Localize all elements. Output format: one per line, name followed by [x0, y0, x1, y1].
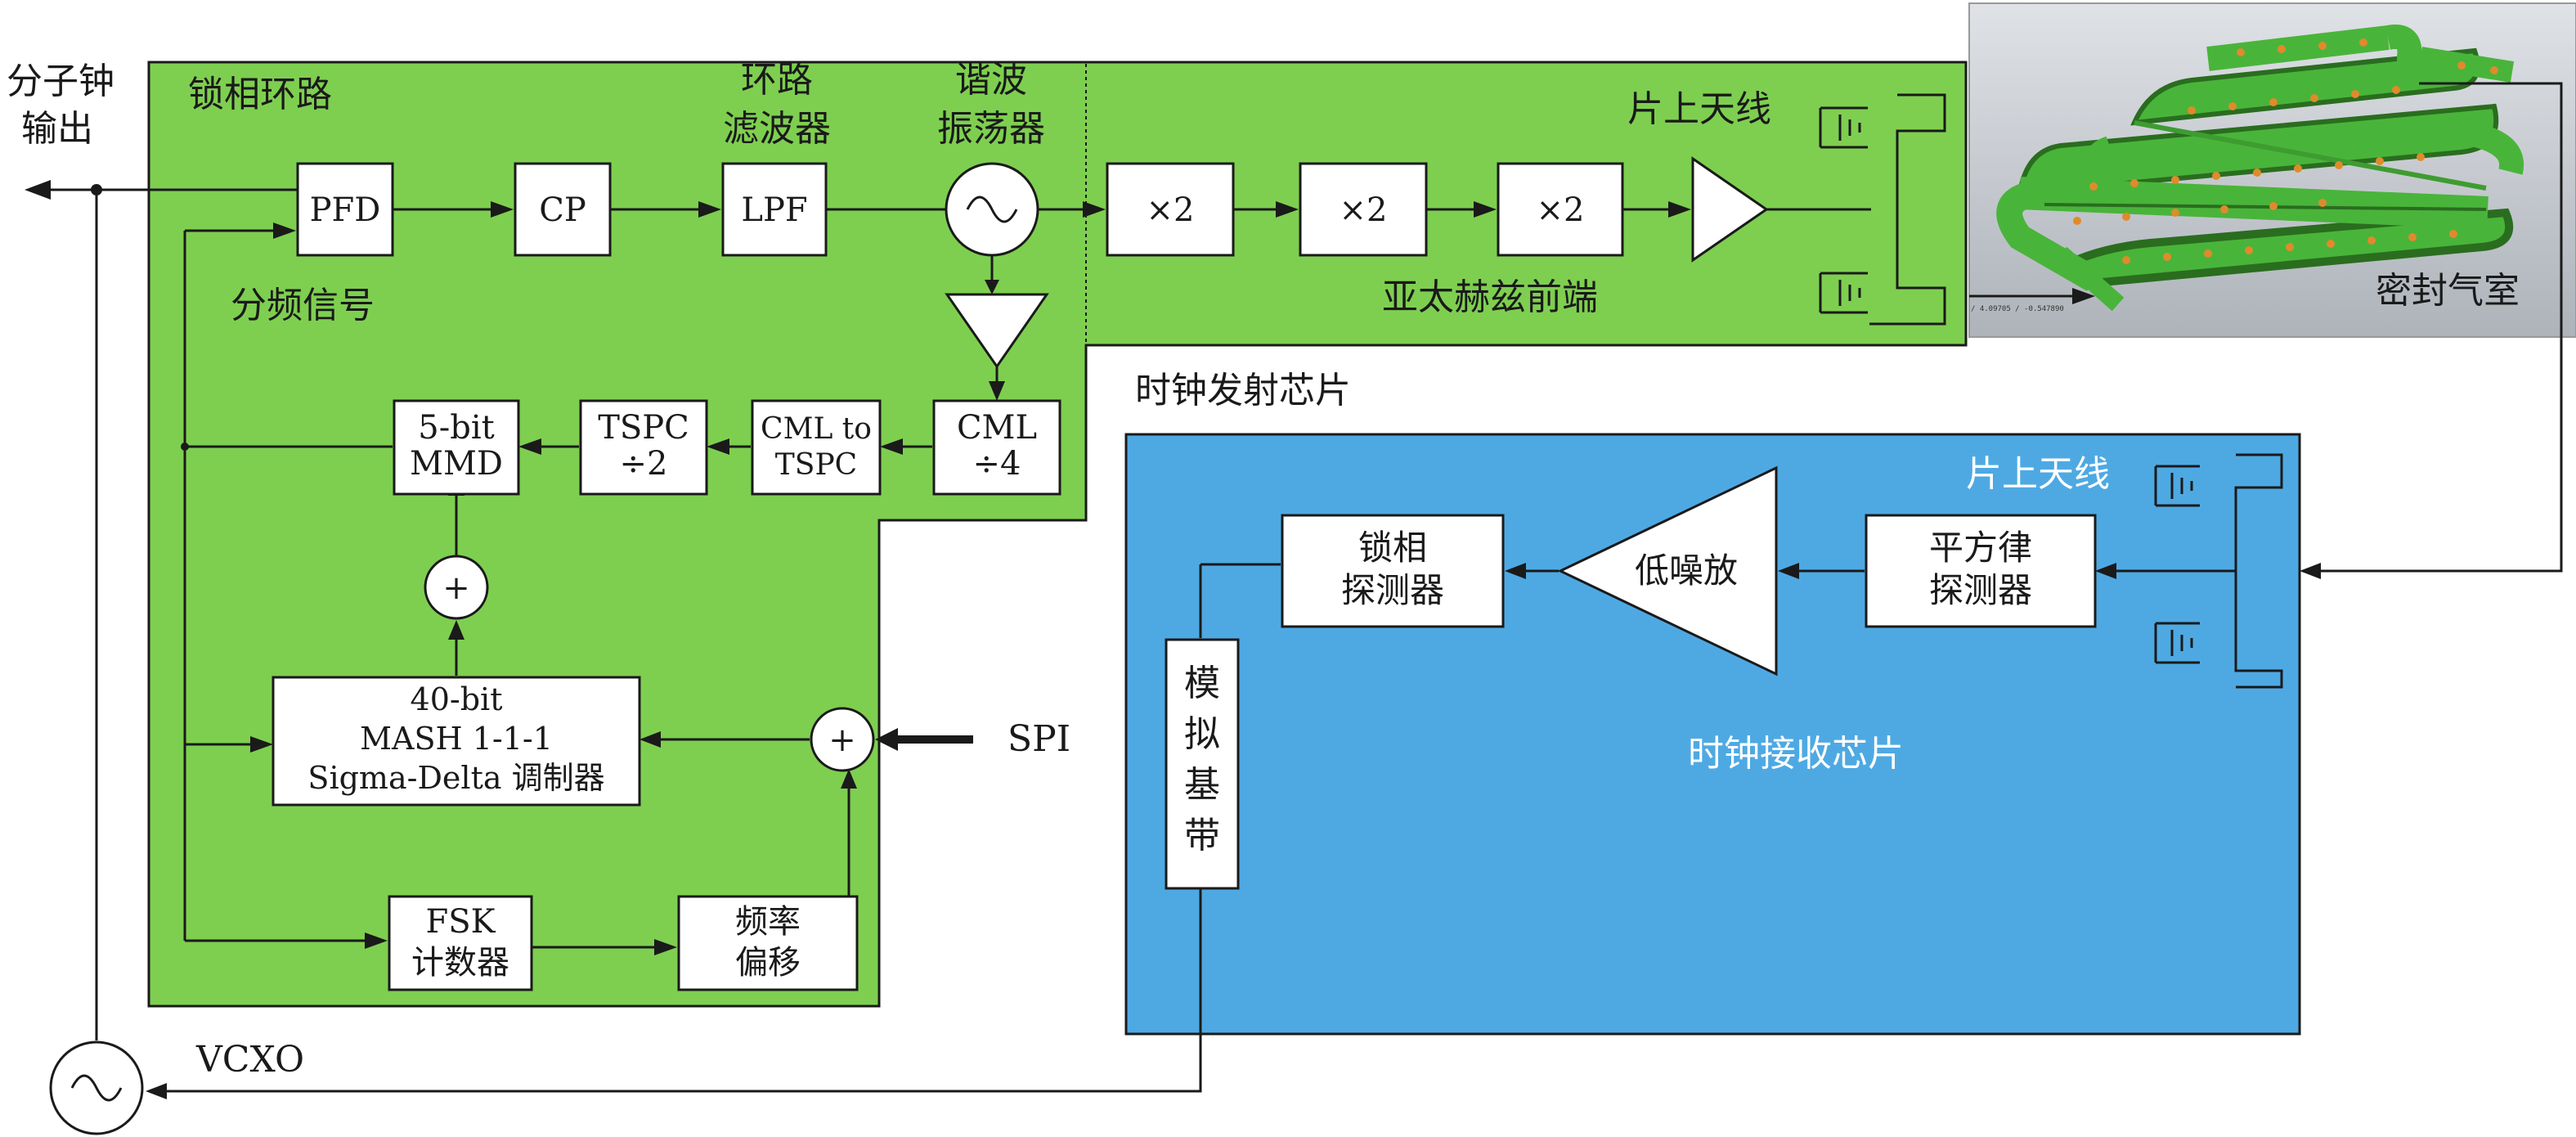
svg-text:锁相: 锁相	[1358, 528, 1427, 568]
sealed-chamber-label: 密封气室	[2376, 270, 2520, 312]
vcxo-oscillator-symbol	[49, 1040, 144, 1135]
svg-text:带: 带	[1184, 815, 1220, 856]
tspc-divider-block: TSPC ÷2	[579, 399, 708, 496]
tx-antenna-icon	[1819, 106, 1868, 314]
svg-text:×2: ×2	[1537, 191, 1585, 229]
square-law-detector-block: 平方律 探测器	[1865, 514, 2097, 628]
svg-text:5-bit: 5-bit	[418, 409, 494, 447]
svg-text:CP: CP	[539, 191, 586, 229]
analog-baseband-block: 模 拟 基 带	[1165, 638, 1240, 890]
pll-title: 锁相环路	[188, 74, 332, 115]
svg-text:Sigma-Delta 调制器: Sigma-Delta 调制器	[307, 760, 604, 796]
oscillator-caption-2: 振荡器	[937, 108, 1045, 150]
cml-to-tspc-block: CML to TSPC	[751, 399, 882, 496]
svg-text:×2: ×2	[1147, 191, 1195, 229]
x2-multiplier-2: ×2	[1299, 162, 1428, 257]
rx-antenna-label: 片上天线	[1966, 453, 2110, 495]
output-label-line2: 输出	[21, 108, 93, 150]
adder-mmd: +	[424, 555, 489, 620]
oscillator-caption-1: 谐波	[955, 59, 1027, 101]
phase-detector-block: 锁相 探测器	[1281, 514, 1505, 628]
svg-text:模: 模	[1184, 663, 1220, 704]
svg-text:CML: CML	[957, 409, 1037, 447]
cp-block: CP	[514, 162, 612, 257]
cml-divider-block: CML ÷4	[932, 399, 1061, 496]
freq-offset-block: 频率 偏移	[677, 895, 859, 991]
x2-multiplier-3: ×2	[1497, 162, 1624, 257]
svg-text:探测器: 探测器	[1929, 570, 2032, 610]
svg-text:40-bit: 40-bit	[411, 681, 503, 717]
svg-text:+: +	[442, 569, 470, 607]
buffer-triangle	[945, 293, 1049, 369]
transmitter-chip-label: 时钟发射芯片	[1135, 370, 1351, 411]
loop-filter-caption-1: 环路	[741, 59, 813, 101]
lna-block: 低噪放	[1557, 465, 1778, 676]
svg-text:基: 基	[1184, 764, 1220, 806]
waveguide-coil	[1996, 25, 2524, 312]
svg-text:频率: 频率	[735, 903, 801, 941]
svg-text:×2: ×2	[1340, 191, 1388, 229]
svg-text:MASH 1-1-1: MASH 1-1-1	[360, 721, 553, 757]
mash-modulator-block: 40-bit MASH 1-1-1 Sigma-Delta 调制器	[272, 676, 641, 807]
svg-text:低噪放: 低噪放	[1635, 551, 1738, 591]
svg-text:MMD: MMD	[410, 445, 503, 483]
x2-multiplier-1: ×2	[1106, 162, 1235, 257]
svg-text:计数器: 计数器	[411, 944, 509, 982]
divided-signal-label: 分频信号	[231, 285, 375, 326]
sealed-gas-cell-image: / 4.09705 / -0.547890 密封气室	[1968, 2, 2576, 338]
svg-text:偏移: 偏移	[735, 944, 801, 982]
svg-text:拟: 拟	[1184, 713, 1220, 755]
vcxo-label: VCXO	[195, 1039, 304, 1081]
svg-text:TSPC: TSPC	[598, 409, 689, 447]
svg-text:CML to: CML to	[761, 412, 872, 446]
svg-text:平方律: 平方律	[1929, 528, 2032, 568]
svg-text:PFD: PFD	[310, 191, 381, 229]
adder-spi: +	[810, 707, 875, 772]
svg-text:LPF: LPF	[741, 191, 807, 229]
svg-text:TSPC: TSPC	[775, 448, 857, 482]
svg-text:÷4: ÷4	[973, 445, 1021, 483]
rx-antenna-icon	[2154, 465, 2200, 664]
lpf-block: LPF	[721, 162, 828, 257]
tx-antenna-label: 片上天线	[1627, 88, 1771, 130]
oscillator-symbol	[945, 162, 1039, 257]
svg-text:÷2: ÷2	[620, 445, 668, 483]
loop-filter-caption-2: 滤波器	[723, 108, 831, 150]
svg-text:FSK: FSK	[425, 903, 496, 941]
spi-label: SPI	[1008, 718, 1070, 760]
output-label-line1: 分子钟	[7, 61, 114, 102]
coordinate-readout: / 4.09705 / -0.547890	[1971, 305, 2064, 313]
fsk-counter-block: FSK 计数器	[388, 895, 533, 991]
frontend-label: 亚太赫兹前端	[1382, 276, 1598, 318]
svg-text:探测器: 探测器	[1341, 570, 1444, 610]
receiver-chip-label: 时钟接收芯片	[1688, 733, 1904, 775]
pfd-block: PFD	[296, 162, 394, 257]
svg-text:+: +	[828, 721, 856, 759]
signal-lines	[25, 82, 2563, 1099]
power-amplifier-triangle	[1691, 156, 1769, 263]
mmd-block: 5-bit MMD	[393, 399, 520, 496]
